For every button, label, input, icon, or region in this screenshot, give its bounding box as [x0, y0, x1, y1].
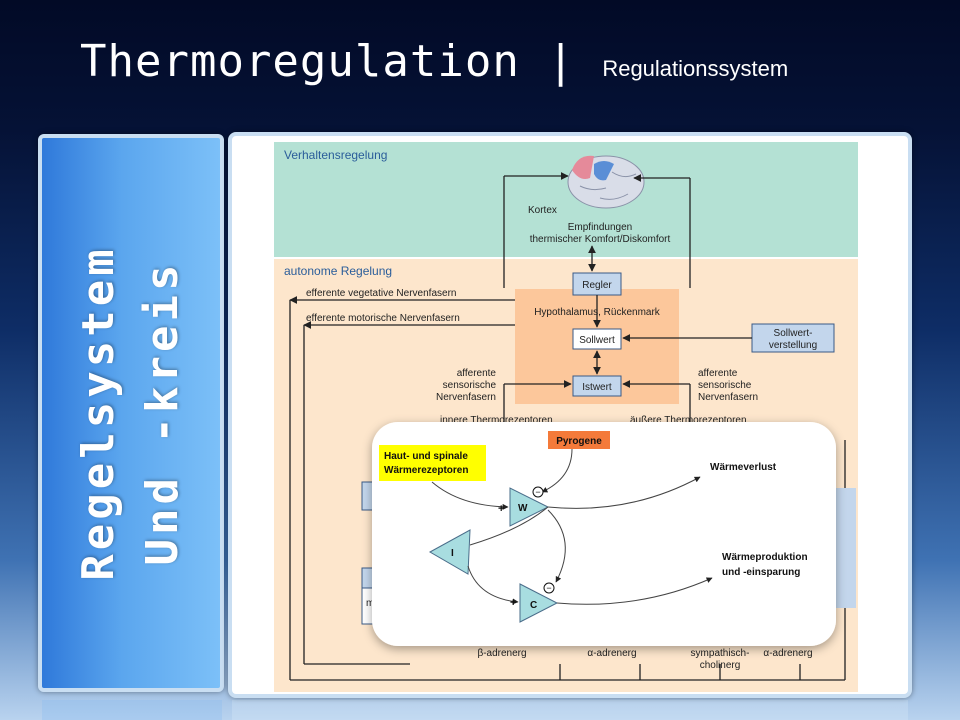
alpha-adrenerg-label-2: α-adrenerg — [763, 648, 812, 659]
i-label: I — [451, 548, 454, 559]
sollwertverstellung-box — [751, 323, 835, 353]
sympathisch-label-line-1: sympathisch- — [691, 648, 750, 659]
minus-w-circle — [532, 486, 544, 498]
sollwertverstellung-line-2: verstellung — [769, 340, 817, 351]
sympathisch-label-line-2: cholinerg — [700, 660, 741, 671]
pyrogene-highlight — [548, 431, 610, 449]
waermeverlust-label: Wärmeverlust — [710, 462, 777, 473]
afferent-right-line-1: afferente — [698, 368, 738, 379]
istwert-box — [572, 375, 622, 397]
minus-w-label: − — [535, 487, 540, 497]
istwert-label: Istwert — [582, 382, 612, 393]
title-subtitle: Regulationssystem — [602, 56, 789, 81]
alpha-adrenerg-label-1: α-adrenerg — [587, 648, 636, 659]
i-triangle — [428, 529, 471, 575]
effector-box-right — [834, 488, 856, 608]
side-panel-reflection — [42, 700, 222, 720]
autonomic-label: autonome Regelung — [284, 264, 392, 278]
afferent-left-line-3: Nervenfasern — [436, 392, 496, 403]
inner-receptors-label: innere Thermorezeptoren — [440, 415, 553, 426]
content-panel-reflection — [232, 700, 908, 720]
sollwert-box — [572, 328, 622, 350]
afferent-left-line-1: afferente — [457, 368, 497, 379]
efferent-motor-label: efferente motorische Nervenfasern — [306, 313, 460, 324]
waermeproduktion-line-1: Wärmeproduktion — [722, 552, 808, 563]
behavior-label: Verhaltensregelung — [284, 148, 387, 162]
minus-c-label: − — [546, 583, 551, 593]
w-triangle — [509, 487, 550, 527]
regler-label: Regler — [582, 280, 612, 291]
sollwert-label: Sollwert — [579, 335, 615, 346]
empfindungen-line-2: thermischer Komfort/Diskomfort — [530, 234, 671, 245]
c-triangle — [519, 583, 559, 623]
plus-c-label: + — [510, 597, 516, 609]
receptors-highlight — [379, 445, 486, 481]
afferent-right-line-3: Nervenfasern — [698, 392, 758, 403]
minus-c-circle — [543, 582, 555, 594]
afferent-right-line-2: sensorische — [698, 380, 752, 391]
pyrogene-label: Pyrogene — [556, 436, 602, 447]
outer-receptors-label: äußere Thermorezeptoren — [630, 415, 747, 426]
effector-box-lower-label: m — [366, 598, 374, 609]
receptors-line-2: Wärmerezeptoren — [384, 465, 468, 476]
kortex-label: Kortex — [528, 205, 557, 216]
waermeproduktion-line-2: und -einsparung — [722, 567, 800, 578]
overlay-card: Haut- und spinale Wärmerezeptoren Pyroge… — [372, 422, 836, 646]
behavior-band — [274, 142, 858, 258]
c-label: C — [530, 600, 537, 611]
overlay-arrows — [431, 448, 713, 605]
w-label: W — [518, 503, 528, 514]
afferent-left-line-2: sensorische — [443, 380, 497, 391]
plus-w-label: + — [498, 503, 504, 515]
efferent-vegetative-label: efferente vegetative Nervenfasern — [306, 288, 456, 299]
beta-adrenerg-label: β-adrenerg — [477, 648, 526, 659]
title-main: Thermoregulation | — [80, 36, 575, 87]
slide-title: Thermoregulation | Regulationssystem — [80, 36, 788, 87]
sollwertverstellung-line-1: Sollwert- — [774, 328, 813, 339]
receptors-line-1: Haut- und spinale — [384, 451, 468, 462]
side-panel: Regelsystem Und -kreis — [38, 134, 224, 692]
brain-icon — [567, 155, 645, 209]
empfindungen-line-1: Empfindungen — [568, 222, 633, 233]
